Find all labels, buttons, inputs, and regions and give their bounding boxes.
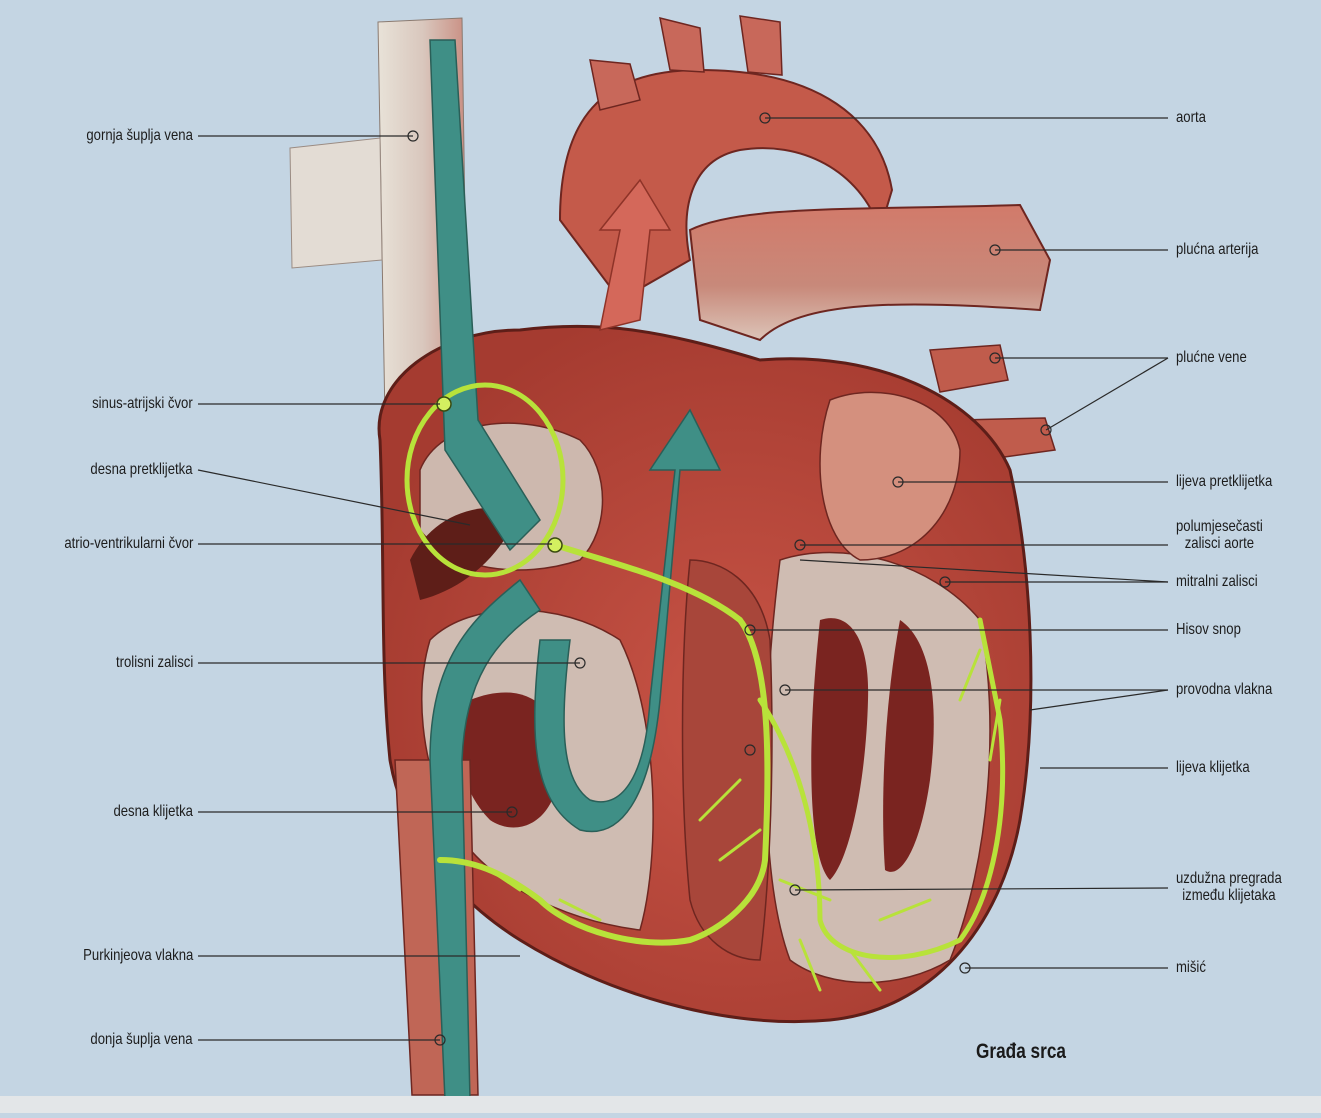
label-conducting-fibers: provodna vlakna: [1176, 681, 1272, 699]
label-purkinje-fibers: Purkinjeova vlakna: [83, 947, 193, 965]
label-aorta: aorta: [1176, 109, 1206, 127]
pulmonary-artery: [690, 205, 1050, 340]
label-pulmonary-artery: plućna arterija: [1176, 241, 1258, 259]
label-left-ventricle: lijeva klijetka: [1176, 759, 1250, 777]
label-aortic-valve: polumjesečasti zalisci aorte: [1176, 518, 1263, 552]
label-sa-node: sinus-atrijski čvor: [92, 395, 193, 413]
label-septum: uzdužna pregrada između klijetaka: [1176, 870, 1282, 904]
label-superior-vena-cava: gornja šuplja vena: [87, 127, 193, 145]
label-pulmonary-veins: plućne vene: [1176, 349, 1247, 367]
label-right-atrium: desna pretklijetka: [91, 461, 193, 479]
label-left-atrium: lijeva pretklijetka: [1176, 473, 1272, 491]
label-inferior-vena-cava: donja šuplja vena: [91, 1031, 193, 1049]
av-node-marker: [548, 538, 562, 552]
label-his-bundle: Hisov snop: [1176, 621, 1241, 639]
label-aortic-valve-line2: zalisci aorte: [1176, 535, 1263, 552]
label-av-node: atrio-ventrikularni čvor: [64, 535, 193, 553]
label-muscle: mišić: [1176, 959, 1206, 977]
label-septum-line2: između klijetaka: [1176, 887, 1282, 904]
label-right-ventricle: desna klijetka: [113, 803, 193, 821]
label-septum-line1: uzdužna pregrada: [1176, 870, 1282, 887]
label-aortic-valve-line1: polumjesečasti: [1176, 518, 1263, 535]
diagram-title: Građa srca: [976, 1040, 1066, 1064]
label-mitral-valve: mitralni zalisci: [1176, 573, 1258, 591]
bottom-margin: [0, 1096, 1321, 1113]
label-tricuspid-valve: trolisni zalisci: [116, 654, 193, 672]
